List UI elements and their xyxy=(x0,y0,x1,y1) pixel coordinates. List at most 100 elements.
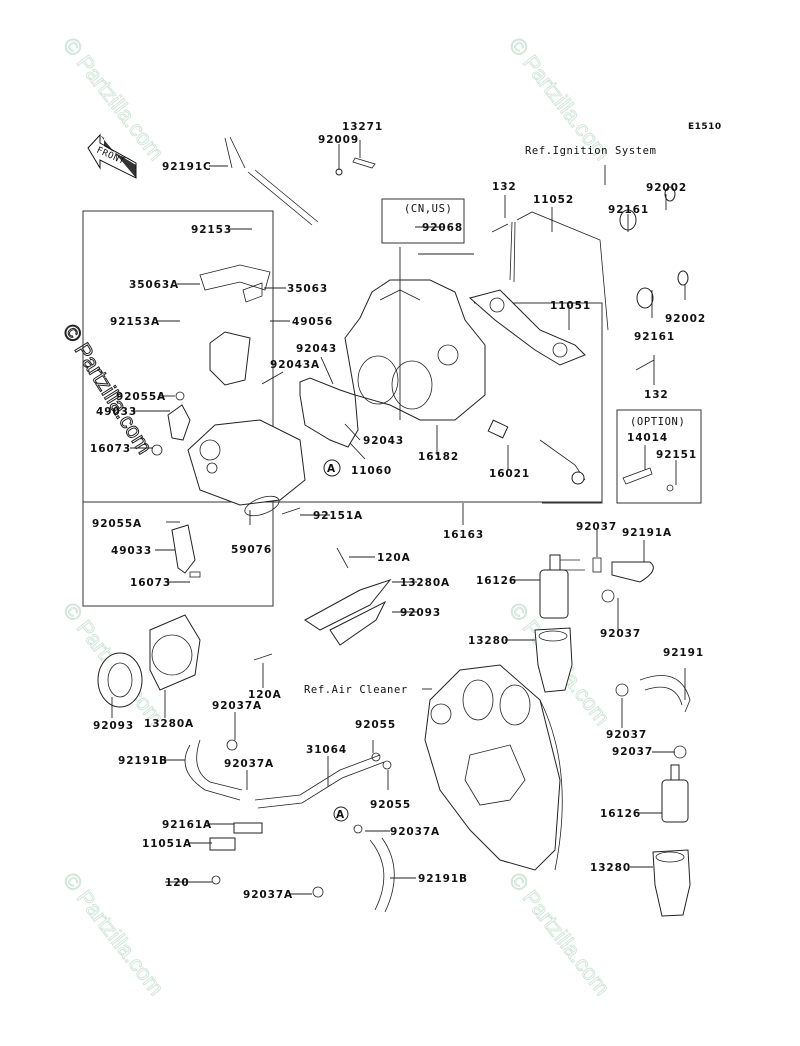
hose-92191a xyxy=(611,561,654,583)
label-16182: 16182 xyxy=(418,451,459,463)
label-16163: 16163 xyxy=(443,529,484,541)
flange-13280a-left xyxy=(149,614,201,691)
label-35063a: 35063A xyxy=(129,279,179,291)
callout-a-upper-label: A xyxy=(327,463,336,475)
label-49033-top: 49033 xyxy=(96,406,137,418)
label-35063: 35063 xyxy=(287,283,328,295)
label-92161-top: 92161 xyxy=(608,204,649,216)
label-92055-a: 92055 xyxy=(355,719,396,731)
bracket-35063 xyxy=(242,282,263,303)
label-16126-top: 16126 xyxy=(476,575,517,587)
label-11051a: 11051A xyxy=(142,838,192,850)
label-16126-low: 16126 xyxy=(600,808,641,820)
label-92153a: 92153A xyxy=(110,316,160,328)
seal-92093-left xyxy=(97,652,143,708)
injector-group-box xyxy=(82,210,274,607)
label-14014: 14014 xyxy=(627,432,668,444)
label-92191b-right: 92191B xyxy=(418,873,468,885)
label-11052: 11052 xyxy=(533,194,574,206)
label-92043-a: 92043 xyxy=(296,343,337,355)
watermark-dark: © Partzilla.com xyxy=(58,319,158,458)
label-13280-top: 13280 xyxy=(468,635,509,647)
label-92055a-low: 92055A xyxy=(92,518,142,530)
callout-a-upper xyxy=(323,459,341,477)
clamp-92161a xyxy=(233,822,263,834)
bolt-92002-top xyxy=(664,186,676,202)
label-92068: 92068 xyxy=(422,222,463,234)
cn-us-box xyxy=(381,198,465,244)
label-92153: 92153 xyxy=(191,224,232,236)
callout-a-lower xyxy=(333,806,349,822)
front-arrow-icon: FRONT xyxy=(87,133,137,179)
cn-us-label: (CN,US) xyxy=(404,203,452,215)
label-92002-mid: 92002 xyxy=(665,313,706,325)
diagram-code: E1510 xyxy=(688,122,722,132)
label-92037a-d: 92037A xyxy=(243,889,293,901)
label-92037a-c: 92037A xyxy=(390,826,440,838)
label-92037a-b: 92037A xyxy=(224,758,274,770)
label-92043-b: 92043 xyxy=(363,435,404,447)
label-92037-c: 92037 xyxy=(606,729,647,741)
label-49033-low: 49033 xyxy=(111,545,152,557)
label-92055a-top: 92055A xyxy=(116,391,166,403)
label-92002-top: 92002 xyxy=(646,182,687,194)
label-132-top: 132 xyxy=(492,181,517,193)
label-92151a: 92151A xyxy=(313,510,363,522)
holder-13280-top xyxy=(534,627,573,693)
label-92161-mid: 92161 xyxy=(634,331,675,343)
label-92037-b: 92037 xyxy=(600,628,641,640)
label-92055-b: 92055 xyxy=(370,799,411,811)
hose-92191c xyxy=(224,136,246,169)
label-92161a: 92161A xyxy=(162,819,212,831)
parts-art: A A xyxy=(97,136,691,917)
label-120a-top: 120A xyxy=(377,552,411,564)
label-16073-top: 16073 xyxy=(90,443,131,455)
intake-manifold xyxy=(187,419,306,517)
label-13271: 13271 xyxy=(342,121,383,133)
label-31064: 31064 xyxy=(306,744,347,756)
label-92151: 92151 xyxy=(656,449,697,461)
bracket-49056 xyxy=(209,331,251,386)
holder-13280-low xyxy=(652,849,691,917)
watermark: © Partzilla.com xyxy=(58,868,169,1000)
hose-92191b-left xyxy=(184,739,243,801)
bolt-92002-mid xyxy=(677,270,689,286)
screw-16021 xyxy=(487,419,509,439)
label-59076: 59076 xyxy=(231,544,272,556)
ref-ignition-system: Ref.Ignition System xyxy=(525,145,657,157)
fuel-pump-16126-top xyxy=(539,554,585,619)
bolt-92151a xyxy=(281,507,301,515)
bracket-14014 xyxy=(622,467,653,485)
label-92191a: 92191A xyxy=(622,527,672,539)
label-92037-d: 92037 xyxy=(612,746,653,758)
cable-box xyxy=(474,302,603,504)
hose-92191 xyxy=(639,675,691,713)
part-labels: 13271 92009 92191C 92068 132 11052 92161… xyxy=(90,121,706,901)
label-13280a-right: 13280A xyxy=(400,577,450,589)
bracket-13271 xyxy=(352,157,376,169)
option-box xyxy=(616,409,702,504)
callout-a-lower-label: A xyxy=(336,809,345,821)
option-label: (OPTION) xyxy=(630,416,685,428)
label-92191c: 92191C xyxy=(162,161,212,173)
label-132-mid: 132 xyxy=(644,389,669,401)
lever-11051 xyxy=(468,289,586,366)
pipe-31064 xyxy=(254,754,385,809)
label-120a-low: 120A xyxy=(248,689,282,701)
label-13280a-left: 13280A xyxy=(144,718,194,730)
injector-49033-top xyxy=(167,404,191,441)
bracket-35063a xyxy=(199,264,271,291)
injector-49033-low xyxy=(171,524,196,574)
flange-13280a-right xyxy=(304,578,392,631)
label-92043a: 92043A xyxy=(270,359,320,371)
label-11060: 11060 xyxy=(351,465,392,477)
label-92191: 92191 xyxy=(663,647,704,659)
label-49056: 49056 xyxy=(292,316,333,328)
label-13280-low: 13280 xyxy=(590,862,631,874)
leader-lines xyxy=(111,140,686,895)
label-11051: 11051 xyxy=(550,300,591,312)
label-92093-left: 92093 xyxy=(93,720,134,732)
watermark: © Partzilla.com xyxy=(58,33,169,165)
throttle-body xyxy=(344,279,486,421)
label-16073-low: 16073 xyxy=(130,577,171,589)
